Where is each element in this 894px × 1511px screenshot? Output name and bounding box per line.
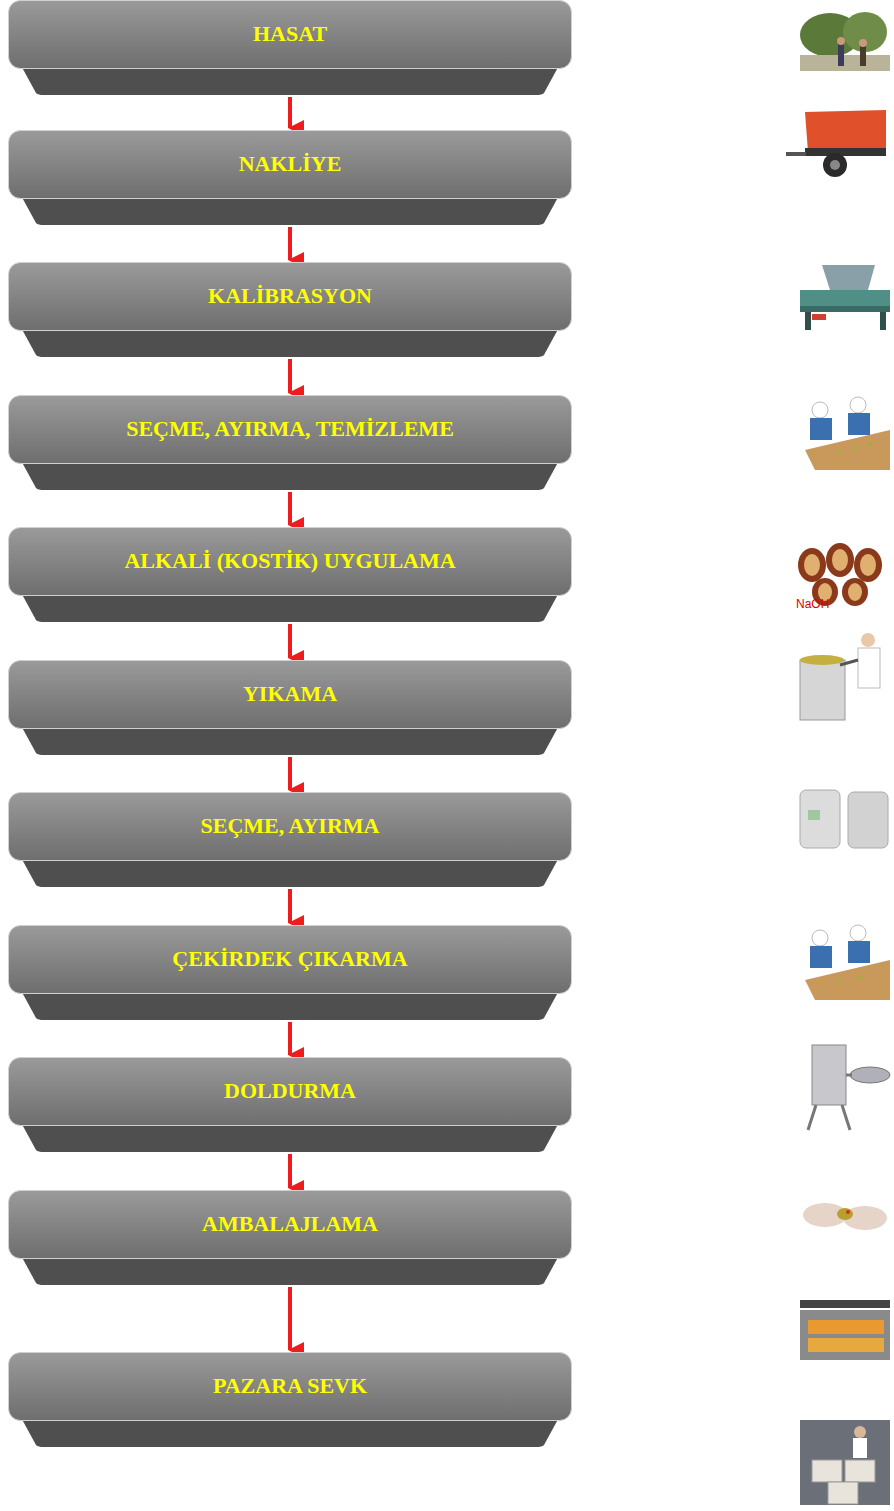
- stuffing-hands-photo: [803, 1203, 887, 1230]
- flow-arrow: [288, 227, 292, 260]
- step-label: SEÇME, AYIRMA: [8, 801, 572, 851]
- box-face: [9, 131, 572, 199]
- storage-tanks-photo: [800, 790, 888, 848]
- box-shape: [8, 0, 572, 95]
- step-label: DOLDURMA: [8, 1066, 572, 1116]
- shipment-photo: [800, 1420, 890, 1505]
- box-face: [9, 926, 572, 994]
- packing-line-photo: [800, 1300, 890, 1360]
- process-box: PAZARA SEVK: [8, 1352, 572, 1447]
- box-shape: [8, 262, 572, 357]
- process-box: DOLDURMA: [8, 1057, 572, 1152]
- flow-arrow: [288, 1022, 292, 1055]
- flow-arrow: [288, 624, 292, 658]
- step-label: ALKALİ (KOSTİK) UYGULAMA: [8, 536, 572, 586]
- process-box: AMBALAJLAMA: [8, 1190, 572, 1285]
- box-shape: [8, 1057, 572, 1152]
- step-label: KALİBRASYON: [8, 271, 572, 321]
- harvest-photo: [800, 12, 890, 71]
- olive-section-photo: [798, 543, 882, 606]
- step-label: ÇEKİRDEK ÇIKARMA: [8, 934, 572, 984]
- step-label: PAZARA SEVK: [8, 1361, 572, 1411]
- washing-tank-photo: [800, 633, 880, 720]
- process-box: SEÇME, AYIRMA, TEMİZLEME: [8, 395, 572, 490]
- process-box: ÇEKİRDEK ÇIKARMA: [8, 925, 572, 1020]
- box-face: [9, 661, 572, 729]
- box-face: [9, 1, 572, 69]
- box-shape: [8, 130, 572, 225]
- calibration-machine-photo: [800, 265, 890, 330]
- chemical-label: NaOH: [796, 598, 829, 610]
- process-box: KALİBRASYON: [8, 262, 572, 357]
- flow-arrow: [288, 492, 292, 525]
- flow-arrow: [288, 359, 292, 393]
- box-shape: [8, 792, 572, 887]
- box-face: [9, 1191, 572, 1259]
- sorting-belt-photo: [805, 925, 890, 1000]
- box-face: [9, 263, 572, 331]
- box-shape: [8, 1190, 572, 1285]
- step-label: AMBALAJLAMA: [8, 1199, 572, 1249]
- flow-arrow: [288, 97, 292, 128]
- step-label: HASAT: [8, 9, 572, 59]
- box-face: [9, 793, 572, 861]
- step-label: YIKAMA: [8, 669, 572, 719]
- box-face: [9, 1058, 572, 1126]
- process-box: SEÇME, AYIRMA: [8, 792, 572, 887]
- process-box: NAKLİYE: [8, 130, 572, 225]
- box-face: [9, 1353, 572, 1421]
- box-face: [9, 396, 572, 464]
- box-shape: [8, 395, 572, 490]
- flow-arrow: [288, 1154, 292, 1188]
- box-shape: [8, 925, 572, 1020]
- pitting-machine-photo: [808, 1045, 890, 1130]
- box-shape: [8, 660, 572, 755]
- trailer-photo: [786, 110, 886, 177]
- flow-arrow: [288, 757, 292, 790]
- flow-arrow: [288, 889, 292, 923]
- box-face: [9, 528, 572, 596]
- process-box: YIKAMA: [8, 660, 572, 755]
- flow-arrow: [288, 1287, 292, 1350]
- sorting-belt-photo: [805, 397, 890, 470]
- process-box: ALKALİ (KOSTİK) UYGULAMA: [8, 527, 572, 622]
- box-shape: [8, 1352, 572, 1447]
- step-label: SEÇME, AYIRMA, TEMİZLEME: [8, 404, 572, 454]
- step-label: NAKLİYE: [8, 139, 572, 189]
- box-shape: [8, 527, 572, 622]
- process-box: HASAT: [8, 0, 572, 95]
